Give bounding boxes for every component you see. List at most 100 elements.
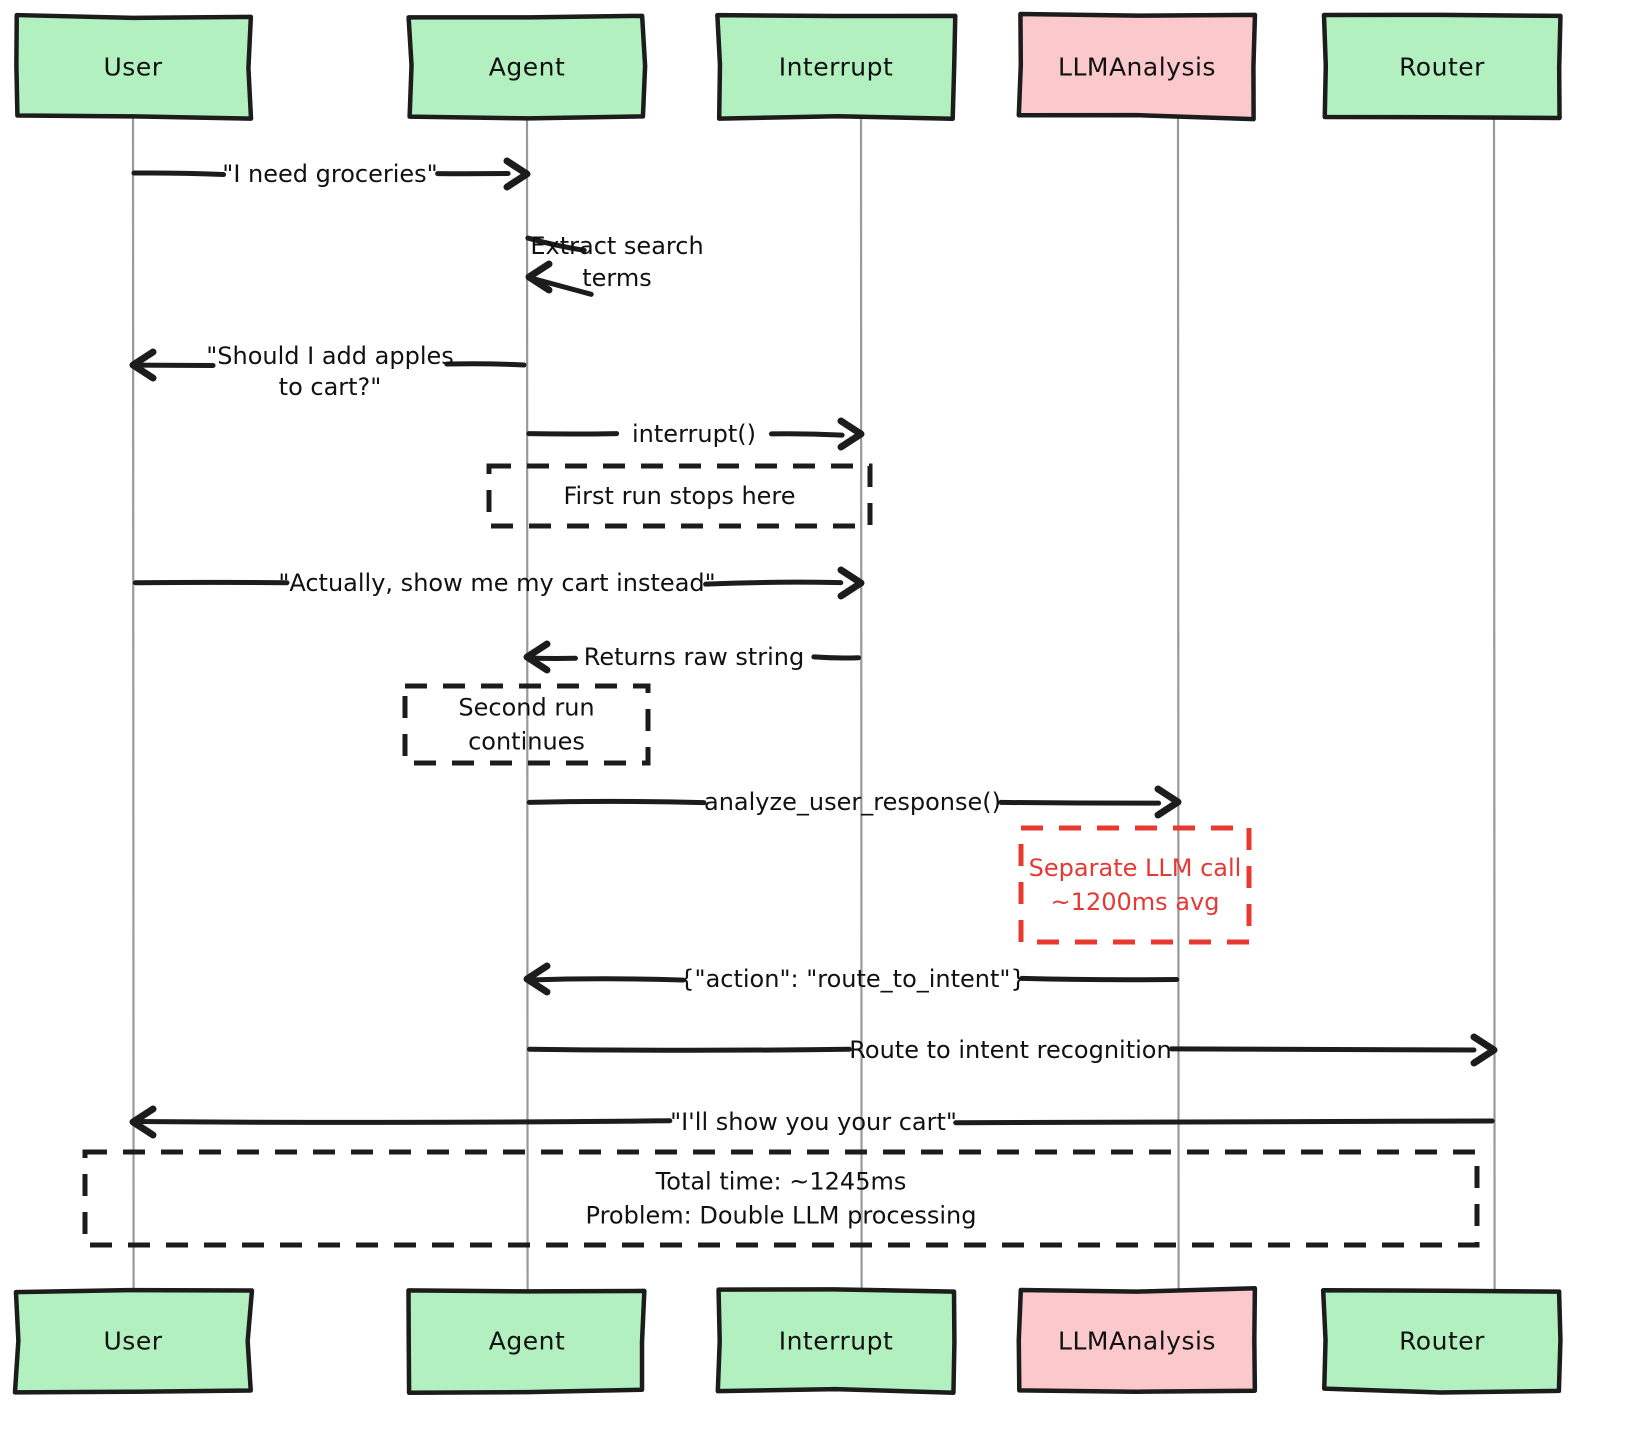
note-total-time-line: Total time: ~1245ms <box>655 1168 907 1196</box>
actor-box-router-bottom[interactable]: Router <box>1320 1287 1563 1395</box>
lifeline-agent <box>525 116 529 1291</box>
message-m6[interactable]: Returns raw string <box>523 640 861 674</box>
actor-label-interrupt: Interrupt <box>779 1327 894 1356</box>
message-label-m3: "Should I add apples <box>206 342 454 370</box>
actor-box-llmanalysis-bottom[interactable]: LLMAnalysis <box>1016 1285 1258 1394</box>
note-second-run-box <box>402 683 651 766</box>
actor-box-interrupt-top[interactable]: Interrupt <box>715 12 958 122</box>
self-message-line-out <box>525 235 587 253</box>
message-m9[interactable]: Route to intent recognition <box>527 1033 1498 1067</box>
message-line-right <box>1019 975 1180 983</box>
actor-box-router-top[interactable]: Router <box>1321 12 1563 121</box>
message-arrowhead-m6 <box>523 640 551 674</box>
actor-rect-user <box>12 1287 255 1395</box>
message-arrowhead-m4 <box>837 417 865 451</box>
message-m3[interactable]: "Should I add apples to cart?" <box>129 342 527 401</box>
note-second-run-line: continues <box>468 728 585 756</box>
actor-rect-agent <box>406 1288 647 1395</box>
message-label-m9: Route to intent recognition <box>849 1036 1171 1064</box>
actor-label-agent: Agent <box>489 53 566 82</box>
message-line-right <box>811 654 861 661</box>
message-arrowhead-m7 <box>1154 785 1182 819</box>
message-line-left <box>526 976 686 983</box>
note-second-run-line: Second run <box>458 694 594 722</box>
message-label-m1: "I need groceries" <box>222 160 437 188</box>
actor-rect-router <box>1321 12 1563 121</box>
actor-rect-router <box>1320 1287 1563 1395</box>
message-m1[interactable]: "I need groceries" <box>131 157 531 191</box>
message-m10[interactable]: "I'll show you your cart" <box>129 1105 1495 1139</box>
note-separate-llm-call-line: ~1200ms avg <box>1051 888 1220 916</box>
message-label-m6: Returns raw string <box>584 643 805 671</box>
message-line-left <box>526 798 707 806</box>
actor-box-agent-bottom[interactable]: Agent <box>406 1288 647 1395</box>
actor-label-llmanalysis: LLMAnalysis <box>1058 1327 1216 1356</box>
note-total-time-box <box>82 1149 1480 1248</box>
actor-box-interrupt-bottom[interactable]: Interrupt <box>715 1287 957 1395</box>
self-message-arrowhead <box>525 260 553 294</box>
note-first-run-box <box>486 463 873 529</box>
message-arrowhead-m10 <box>129 1105 157 1139</box>
lifeline-router <box>1492 116 1496 1291</box>
lifeline-interrupt <box>859 116 863 1291</box>
note-total-time-line: Problem: Double LLM processing <box>586 1202 977 1230</box>
lifeline-user <box>131 116 135 1291</box>
actor-label-interrupt: Interrupt <box>779 53 894 82</box>
actor-box-llmanalysis-top[interactable]: LLMAnalysis <box>1016 11 1258 122</box>
message-line-left <box>131 1118 673 1125</box>
message-arrowhead-m9 <box>1470 1033 1498 1067</box>
actor-label-user: User <box>104 53 163 82</box>
message-line-right <box>768 431 845 438</box>
message-line-left <box>527 1046 852 1053</box>
actor-label-router: Router <box>1399 1327 1485 1356</box>
message-label-m10: "I'll show you your cart" <box>670 1108 957 1136</box>
message-m5[interactable]: "Actually, show me my cart instead" <box>132 566 865 600</box>
message-label-m5: "Actually, show me my cart instead" <box>278 569 715 597</box>
actor-box-user-bottom[interactable]: User <box>12 1287 255 1395</box>
message-arrowhead-m3 <box>129 348 157 382</box>
lifelines-layer <box>131 116 1496 1291</box>
actor-label-router: Router <box>1399 53 1485 82</box>
actor-rect-user <box>14 12 254 121</box>
actor-rect-interrupt <box>715 12 958 122</box>
message-line-right <box>1168 1046 1477 1053</box>
message-m8[interactable]: {"action": "route_to_intent"} <box>523 962 1180 996</box>
note-separate-llm-call: Separate LLM call ~1200ms avg <box>1018 825 1252 945</box>
actor-label-llmanalysis: LLMAnalysis <box>1058 53 1216 82</box>
message-m4[interactable]: interrupt() <box>526 417 865 451</box>
message-line-right <box>703 579 844 587</box>
lifeline-llmanalysis <box>1176 116 1180 1291</box>
message-line-right <box>953 1118 1495 1126</box>
note-second-run: Second run continues <box>402 683 651 766</box>
message-label-m7: analyze_user_response() <box>704 788 1001 816</box>
actor-label-agent: Agent <box>489 1327 566 1356</box>
note-first-run-line: First run stops here <box>563 482 795 510</box>
note-first-run: First run stops here <box>486 463 873 529</box>
message-arrowhead-m5 <box>837 566 865 600</box>
bottom-actor-boxes: User Agent Interrupt LLMAnalysis Router <box>12 1285 1563 1395</box>
actor-label-user: User <box>104 1327 163 1356</box>
message-arrowhead-m1 <box>503 157 531 191</box>
message-label-m3: to cart?" <box>279 373 382 401</box>
message-m7[interactable]: analyze_user_response() <box>526 785 1182 819</box>
actor-box-user-top[interactable]: User <box>14 12 254 121</box>
message-line-right <box>444 361 527 368</box>
message-line-left <box>131 170 227 178</box>
actor-rect-interrupt <box>715 1287 957 1395</box>
message-label-m2: terms <box>582 264 652 292</box>
actor-rect-llmanalysis <box>1016 1285 1258 1394</box>
note-separate-llm-call-line: Separate LLM call <box>1029 854 1242 882</box>
message-label-m8: {"action": "route_to_intent"} <box>679 965 1025 993</box>
actor-box-agent-top[interactable]: Agent <box>406 13 648 121</box>
message-line-right <box>998 799 1162 806</box>
message-arrowhead-m8 <box>523 962 551 996</box>
actor-rect-llmanalysis <box>1016 11 1258 122</box>
message-label-m4: interrupt() <box>632 420 756 448</box>
top-actor-boxes: User Agent Interrupt LLMAnalysis Router <box>14 11 1563 122</box>
